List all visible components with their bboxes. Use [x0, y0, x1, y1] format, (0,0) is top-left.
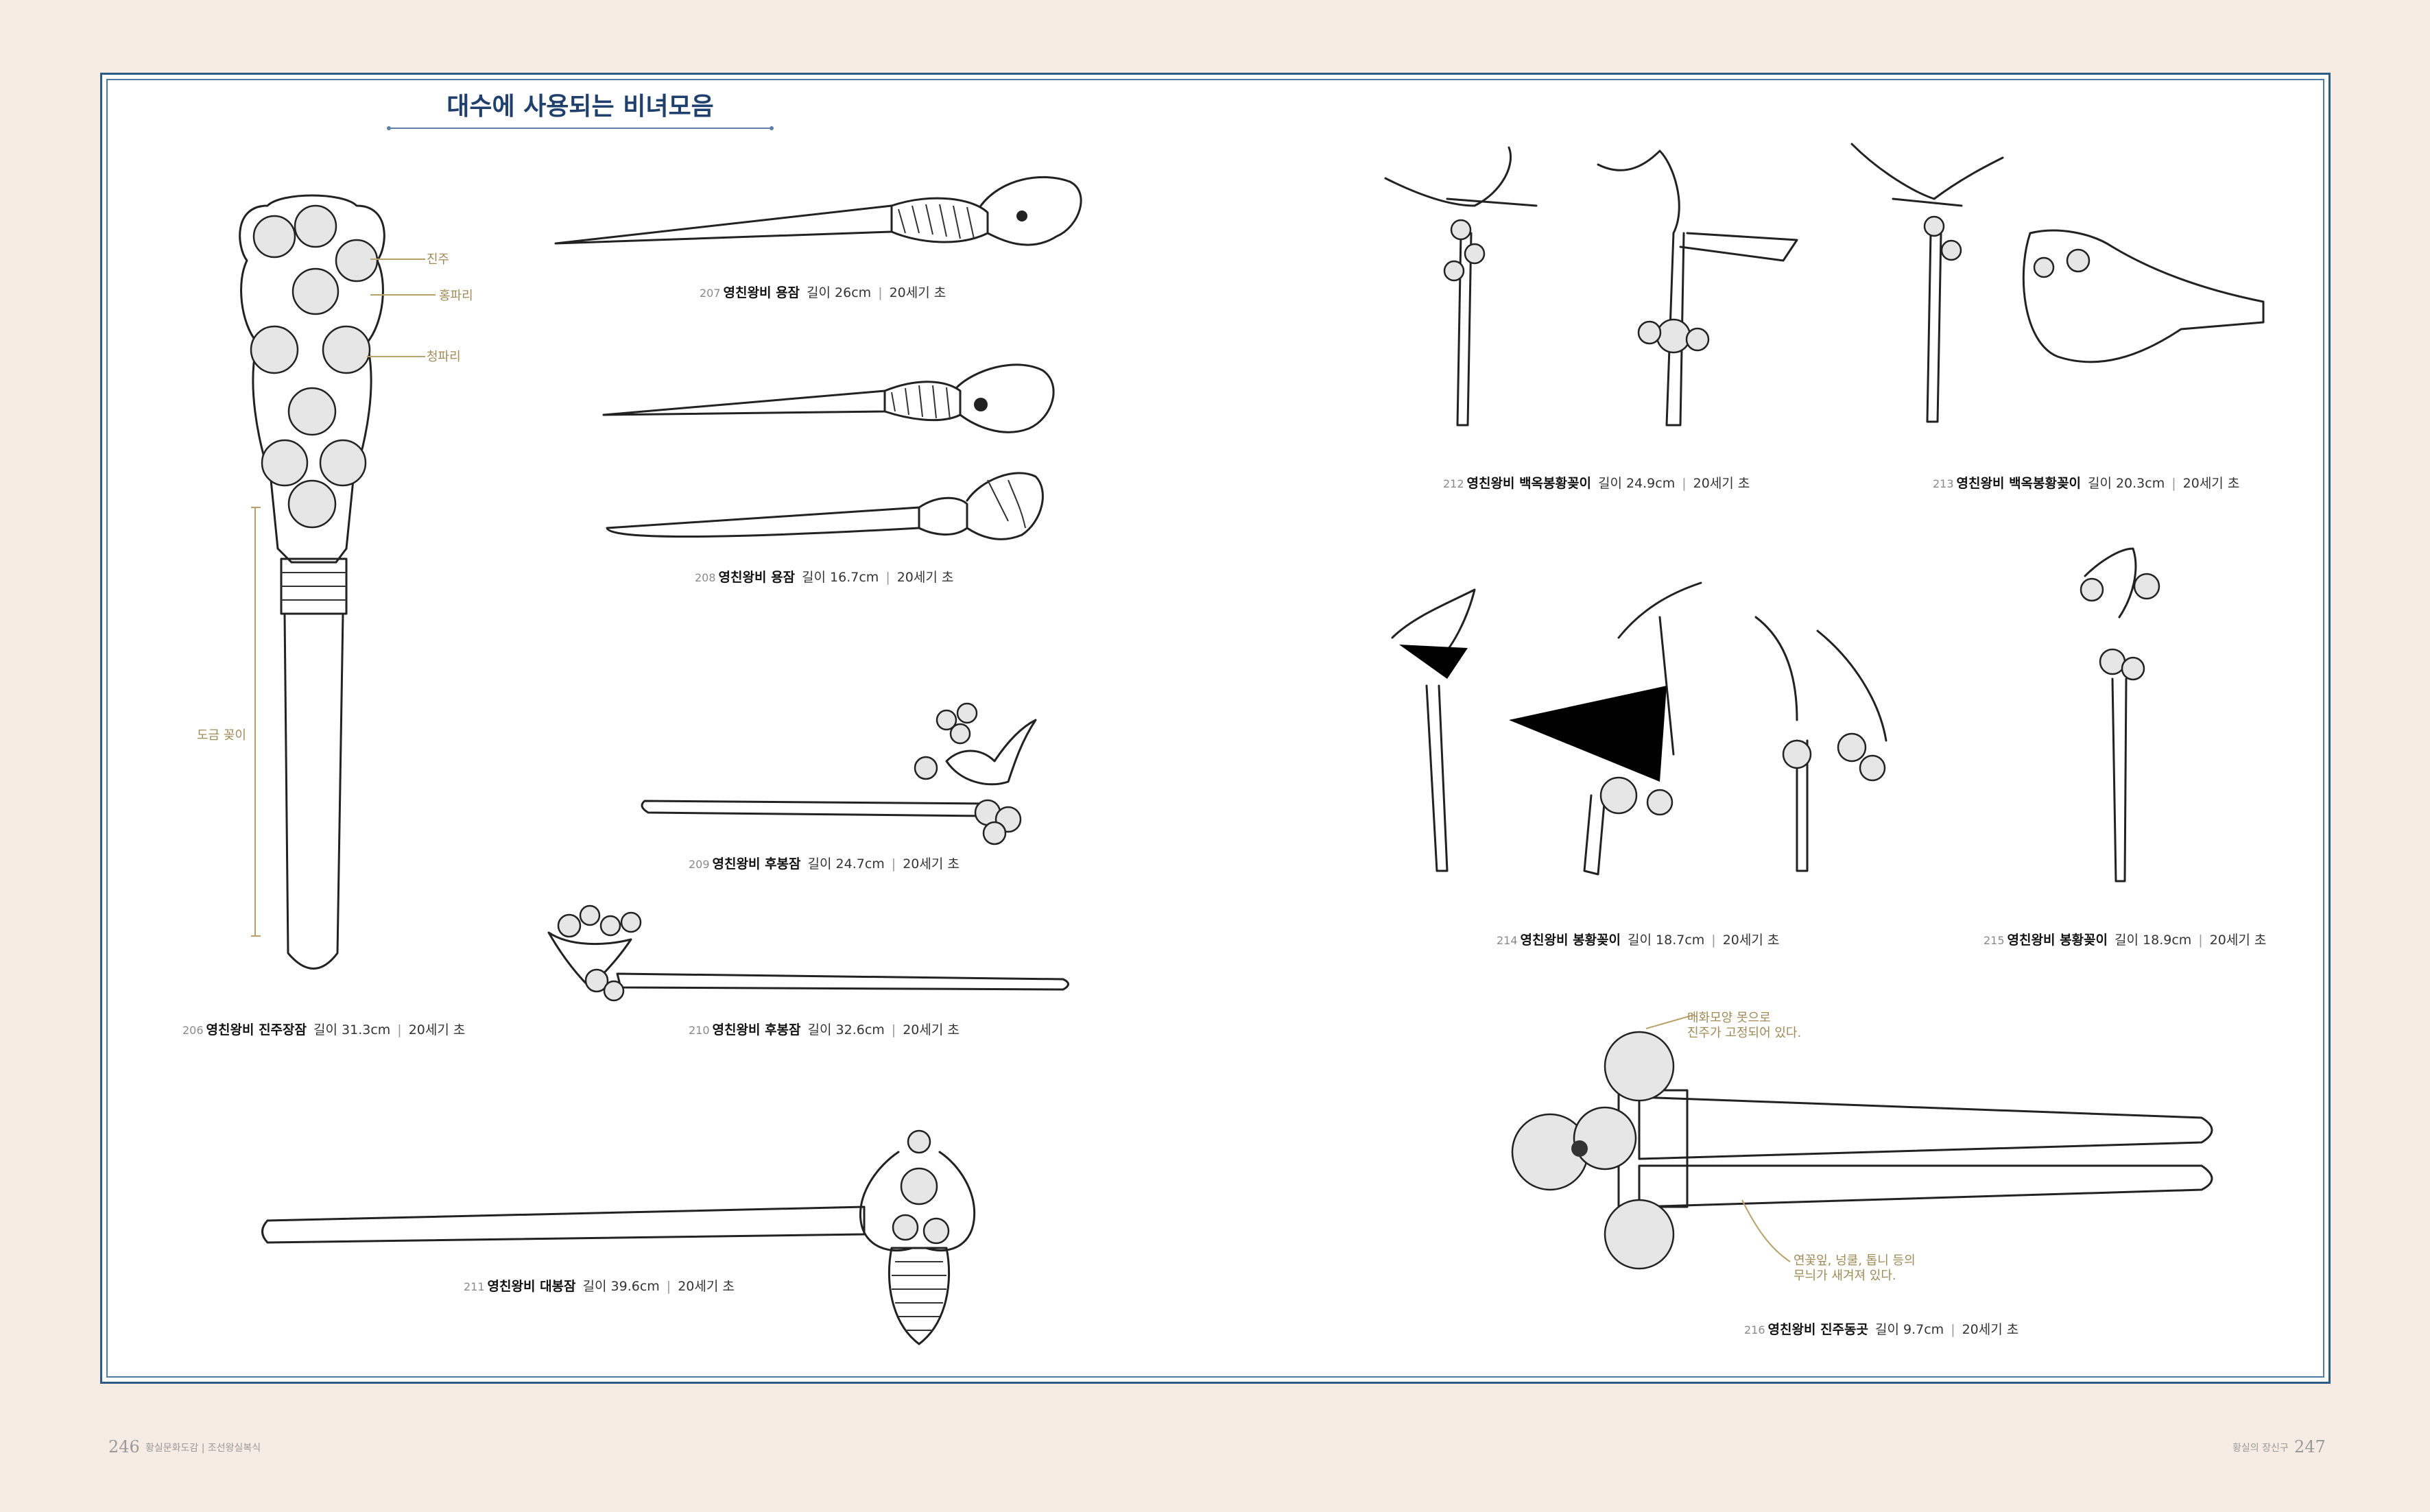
annotation-lotus-pattern: 연꽃잎, 넝쿨, 톱니 등의 무늬가 새겨져 있다. — [1794, 1253, 1916, 1283]
hairpin-208b-illustration — [606, 472, 1044, 540]
page-title: 대수에 사용되는 비녀모음 — [446, 92, 714, 121]
annotation-red-glass: 홍파리 — [439, 289, 473, 303]
ornament-212-illustration — [1384, 146, 1798, 427]
hairpin-207-illustration — [554, 176, 1082, 246]
hairpin-210-illustration — [547, 904, 1069, 1002]
annotation-pearl: 진주 — [427, 252, 450, 267]
footer-page-number-right: 247 — [2294, 1437, 2326, 1456]
footer-book-title: 황실문화도감 | 조선왕실복식 — [145, 1443, 261, 1454]
ornament-215-illustration — [2080, 547, 2160, 883]
annotation-gilt-stem: 도금 꽂이 — [197, 728, 246, 743]
dongot-216-illustration — [1511, 1014, 2213, 1270]
footer-section-title: 황실의 장신구 — [2232, 1443, 2289, 1454]
ornament-213-illustration — [1850, 143, 2265, 423]
title-underline — [387, 126, 774, 130]
annotation-blue-glass: 청파리 — [427, 350, 461, 364]
hairpin-208a-illustration — [602, 363, 1055, 433]
hairpin-209-illustration — [641, 702, 1037, 845]
hairpin-211-illustration — [261, 1129, 976, 1345]
footer-page-number-left: 246 — [108, 1437, 140, 1456]
annotation-plum-pearl: 매화모양 못으로 진주가 고정되어 있다. — [1687, 1011, 1802, 1040]
ornament-214-illustration — [1391, 581, 1887, 876]
hairpin-206-illustration — [239, 194, 436, 970]
